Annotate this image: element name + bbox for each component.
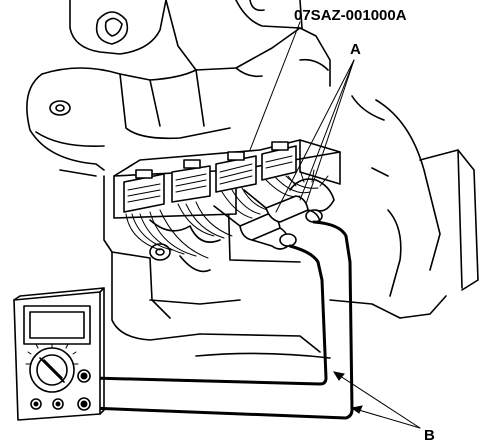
callout-b-label: B [424,427,435,444]
leader-lines [249,21,421,429]
digital-multimeter-icon [13,287,105,421]
ecm-connector-icon [113,139,341,273]
test-lead-icon [81,220,354,420]
callout-a-label: A [350,41,361,58]
engine-block-icon [26,0,479,359]
tool-number-label: 07SAZ-001000A [294,7,407,24]
backprobe-adapter-icon [213,169,335,250]
